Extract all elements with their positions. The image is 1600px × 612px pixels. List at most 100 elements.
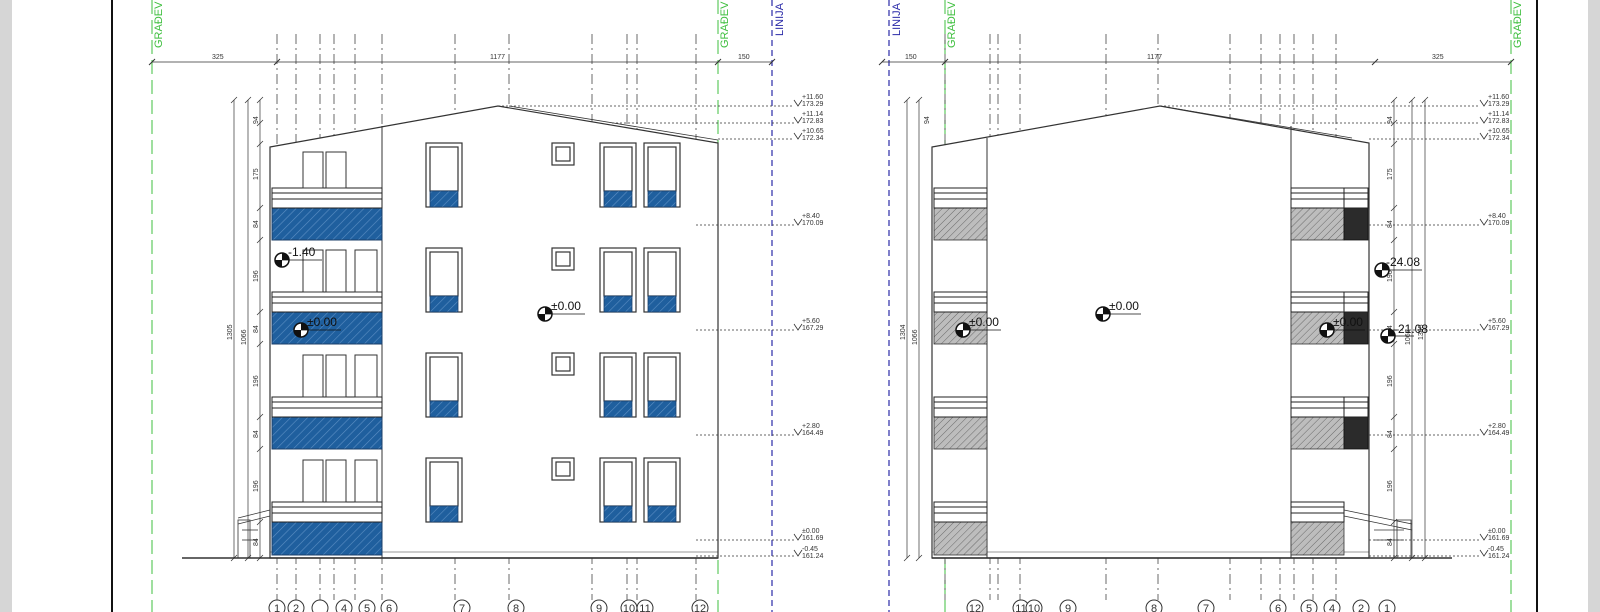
left-total-dim-1: 1305 [227,324,234,340]
building-line-label-2: GRAĐEV [719,1,731,48]
left-spot-level-3: ±0.00 [551,299,581,313]
left-axis-label-9: 10 [623,603,635,612]
left-spot-level-1: -1.40 [288,245,316,259]
left-vdim-9: 84 [253,538,260,546]
left-top-dim-2: 1177 [490,54,505,61]
left-level-4a: +8.40 [802,213,820,220]
left-level-8b: 161.24 [802,553,824,560]
right-axis-label-10: 2 [1358,603,1364,612]
left-vdim-1: 94 [253,116,260,124]
left-vdim-6: 196 [253,375,260,387]
right-top-dim-2: 1177 [1147,54,1162,61]
left-level-4b: 170.09 [802,220,824,227]
left-top-dim-1: 325 [212,54,224,61]
right-vdim-6: 196 [1387,375,1394,387]
right-level-4b: 170.09 [1488,220,1510,227]
right-level-8b: 161.24 [1488,553,1510,560]
left-windows [425,142,681,523]
right-level-markers [1479,99,1489,557]
elevation-drawing: GRAĐEV GRAĐEV GRAĐEV GRAĐEV LINIJA LINIJ… [111,0,1538,612]
left-axis-label-10: 11 [639,603,650,612]
right-spot-level-4: -24.08 [1386,255,1420,269]
left-axis-label-8: 9 [596,603,602,612]
left-level-7b: 161.69 [802,535,824,542]
right-axis-label-6: 7 [1203,603,1209,612]
right-level-7a: ±0.00 [1488,528,1506,535]
building-line-label-1: GRAĐEV [153,1,165,48]
left-level-7a: ±0.00 [802,528,820,535]
right-level-4a: +8.40 [1488,213,1506,220]
right-level-7b: 161.69 [1488,535,1510,542]
right-axis-label-1: 12 [969,603,981,612]
left-spot-level-2: ±0.00 [307,315,337,329]
drawing-sheet: GRAĐEV GRAĐEV GRAĐEV GRAĐEV LINIJA LINIJ… [12,0,1588,612]
left-total-dim-2: 1066 [241,329,248,345]
right-level-1b: 173.29 [1488,101,1510,108]
left-axis-label-7: 8 [513,603,519,612]
right-spot-level-3: ±0.00 [1333,315,1363,329]
right-axis-label-2: 11 [1015,603,1026,612]
left-level-1b: 173.29 [802,101,824,108]
right-axis-label-11: 1 [1384,603,1390,612]
right-top-dim-3: 325 [1432,54,1444,61]
right-balconies [933,187,1413,559]
right-left-vdim-1: 94 [924,116,931,124]
left-level-2a: +11.14 [802,111,823,118]
left-level-1a: +11.60 [802,94,823,101]
left-balconies [237,151,383,559]
right-vdim-3: 84 [1387,220,1394,228]
right-total-dim-4: 1305 [1418,324,1425,340]
right-vdim-9: 84 [1387,538,1394,546]
right-vdim-1: 94 [1387,116,1394,124]
right-axis-label-4: 9 [1065,603,1071,612]
right-top-dim-1: 150 [905,54,917,61]
left-spot-level-symbols [274,252,585,338]
right-axis-label-7: 6 [1275,603,1281,612]
left-axis-label-11: 12 [694,603,706,612]
left-axis-label-6: 7 [459,603,465,612]
right-level-1a: +11.60 [1488,94,1509,101]
right-vdim-7: 84 [1387,430,1394,438]
right-axis-label-9: 4 [1329,603,1335,612]
right-spot-level-symbols [955,262,1422,344]
left-level-3a: +10.65 [802,128,824,135]
right-vdim-4: 196 [1387,270,1394,282]
left-level-2b: 172.83 [802,118,824,125]
left-level-markers [793,99,803,557]
left-axis-label-3: 4 [341,603,347,612]
left-vdim-7: 84 [253,430,260,438]
right-level-3b: 172.34 [1488,135,1510,142]
right-axis-bubbles [966,599,1396,612]
regulation-line-label-1: LINIJA [774,2,786,36]
right-axis-label-5: 8 [1151,603,1157,612]
right-level-6a: +2.80 [1488,423,1506,430]
right-level-5b: 167.29 [1488,325,1510,332]
regulation-line-label-2: LINIJA [891,2,903,36]
left-level-8a: -0.45 [802,546,818,553]
right-level-6b: 164.49 [1488,430,1510,437]
right-level-2a: +11.14 [1488,111,1509,118]
left-level-6a: +2.80 [802,423,820,430]
right-level-8a: -0.45 [1488,546,1504,553]
left-level-5a: +5.60 [802,318,820,325]
left-axis-label-2: 2 [293,603,299,612]
right-axis-label-8: 5 [1306,603,1312,612]
right-total-dim-2: 1066 [912,329,919,345]
right-total-dim-1: 1304 [900,324,907,340]
left-elevation: 325 1177 150 [148,34,824,612]
left-axis-bubbles [268,599,709,612]
left-top-dim-3: 150 [738,54,750,61]
left-level-6b: 164.49 [802,430,824,437]
building-line-label-3: GRAĐEV [946,1,958,48]
right-level-2b: 172.83 [1488,118,1510,125]
right-elevation: 150 1177 325 [878,34,1515,612]
right-vdim-2: 175 [1387,168,1394,180]
left-axis-label-5: 6 [386,603,392,612]
left-level-3b: 172.34 [802,135,824,142]
left-vdim-8: 196 [253,480,260,492]
right-spot-level-5: -21.08 [1394,322,1428,336]
right-axis-label-3: 10 [1028,603,1040,612]
left-vdim-5: 84 [253,325,260,333]
building-line-label-4: GRAĐEV [1512,1,1524,48]
right-spot-level-2: ±0.00 [1109,299,1139,313]
